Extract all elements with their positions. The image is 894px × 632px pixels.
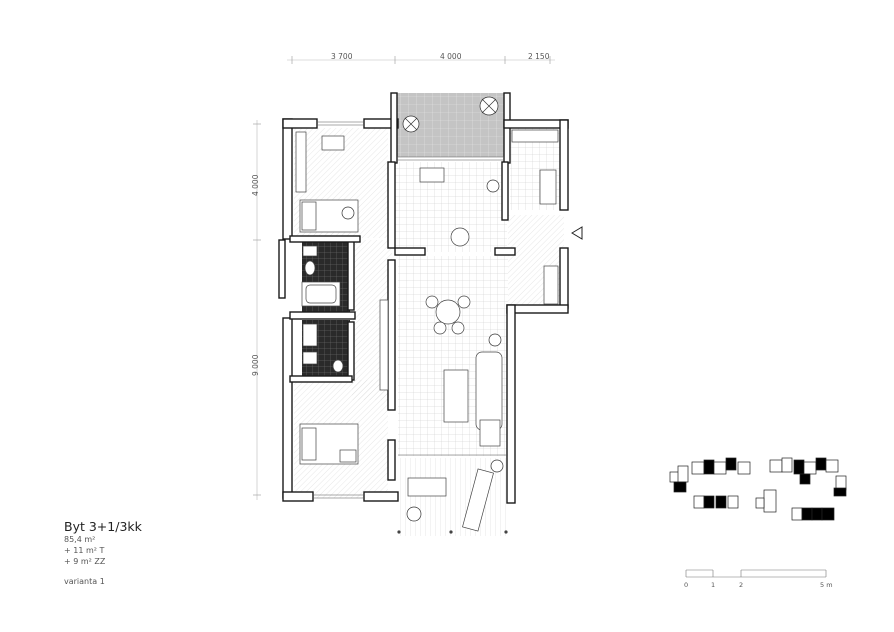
unit-area: 85,4 m² <box>64 535 96 544</box>
toilet-1 <box>304 260 316 276</box>
sofa <box>475 351 503 431</box>
scale-label-5m: 5 m <box>820 581 833 589</box>
dim-top-3: 2 150 <box>528 52 550 61</box>
toilet-2 <box>332 359 344 373</box>
terrace-posts <box>397 530 508 534</box>
south-terrace <box>396 458 510 536</box>
windows <box>313 121 508 499</box>
unit-title: Byt 3+1/3kk <box>64 519 142 534</box>
key-plan-block-east <box>769 457 847 521</box>
plants <box>341 96 504 522</box>
dining-counter <box>419 167 445 183</box>
scale-label-0: 0 <box>684 581 688 589</box>
dim-left-2: 9 000 <box>251 354 260 376</box>
variant-label: varianta 1 <box>64 577 105 586</box>
left-dimension-line: 4 000 9 000 <box>251 120 261 500</box>
garden-area: + 9 m² ZZ <box>64 557 106 566</box>
sun-lounger <box>462 468 494 532</box>
round-table <box>435 299 461 325</box>
kitchen-counter <box>511 129 559 143</box>
dim-top-1: 3 700 <box>331 52 353 61</box>
terrace-table <box>407 477 447 497</box>
key-plan-block-west <box>669 457 777 513</box>
key-plan <box>669 457 847 521</box>
dim-top-2: 4 000 <box>440 52 462 61</box>
scale-label-1: 1 <box>711 581 715 589</box>
top-dimension-line: 3 700 4 000 2 150 <box>287 52 555 64</box>
desk-north <box>295 131 307 193</box>
furniture <box>295 129 559 532</box>
scale-bar: 0 1 2 5 m <box>684 569 833 589</box>
chair-dining <box>450 227 470 247</box>
bathtub <box>301 281 341 307</box>
dim-left-1: 4 000 <box>251 174 260 196</box>
entrance-arrow-icon[interactable] <box>571 226 583 240</box>
terrace-area: + 11 m² T <box>64 546 105 555</box>
walls <box>278 92 569 504</box>
scale-label-2: 2 <box>739 581 743 589</box>
coffee-table <box>443 369 469 423</box>
